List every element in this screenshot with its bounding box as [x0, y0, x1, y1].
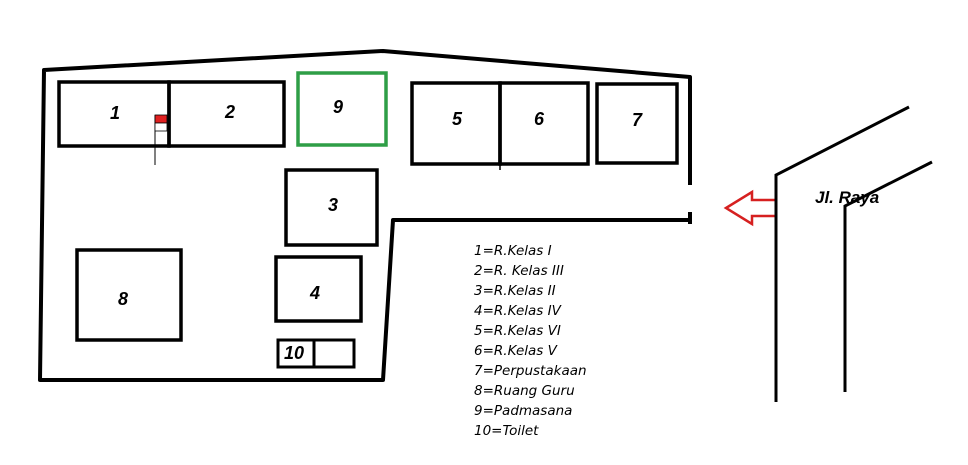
- legend-item-8: 8=Ruang Guru: [474, 383, 575, 399]
- road-edge-right: [843, 160, 933, 392]
- room-7-label: 7: [632, 110, 643, 130]
- room-2-box: [167, 80, 286, 148]
- room-10-annex: [312, 338, 356, 369]
- legend-item-1: 1=R.Kelas I: [474, 243, 552, 259]
- road-edge-left: [774, 105, 910, 402]
- room-8-box: [75, 248, 183, 342]
- room-5-label: 5: [452, 109, 463, 129]
- legend-item-6: 6=R.Kelas V: [474, 343, 559, 359]
- room-7-box: [595, 82, 679, 165]
- legend-item-3: 3=R.Kelas II: [474, 283, 556, 299]
- legend-item-10: 10=Toilet: [474, 423, 539, 439]
- room-6-label: 6: [534, 109, 545, 129]
- legend-item-5: 5=R.Kelas VI: [474, 323, 561, 339]
- room-9-box: [296, 71, 388, 147]
- room-1-label: 1: [110, 103, 120, 123]
- room-4-box: [274, 255, 363, 323]
- room-8-label: 8: [118, 289, 128, 309]
- legend-item-9: 9=Padmasana: [474, 403, 572, 419]
- legend-item-7: 7=Perpustakaan: [474, 363, 587, 379]
- room-4-label: 4: [309, 283, 320, 303]
- room-2-label: 2: [224, 102, 235, 122]
- road-label: Jl. Raya: [815, 188, 879, 207]
- legend-item-4: 4=R.Kelas IV: [474, 303, 563, 319]
- room-6-box: [498, 81, 590, 166]
- flag-icon: [154, 114, 168, 165]
- legend: 1=R.Kelas I 2=R. Kelas III 3=R.Kelas II …: [474, 243, 587, 439]
- site-boundary: [38, 49, 692, 382]
- room-9-label: 9: [333, 97, 343, 117]
- legend-item-2: 2=R. Kelas III: [474, 263, 564, 279]
- room-3-box: [284, 168, 379, 247]
- room-3-label: 3: [328, 195, 338, 215]
- room-10-label: 10: [284, 343, 304, 363]
- entrance-arrow-icon: [723, 189, 778, 227]
- road: [774, 105, 933, 402]
